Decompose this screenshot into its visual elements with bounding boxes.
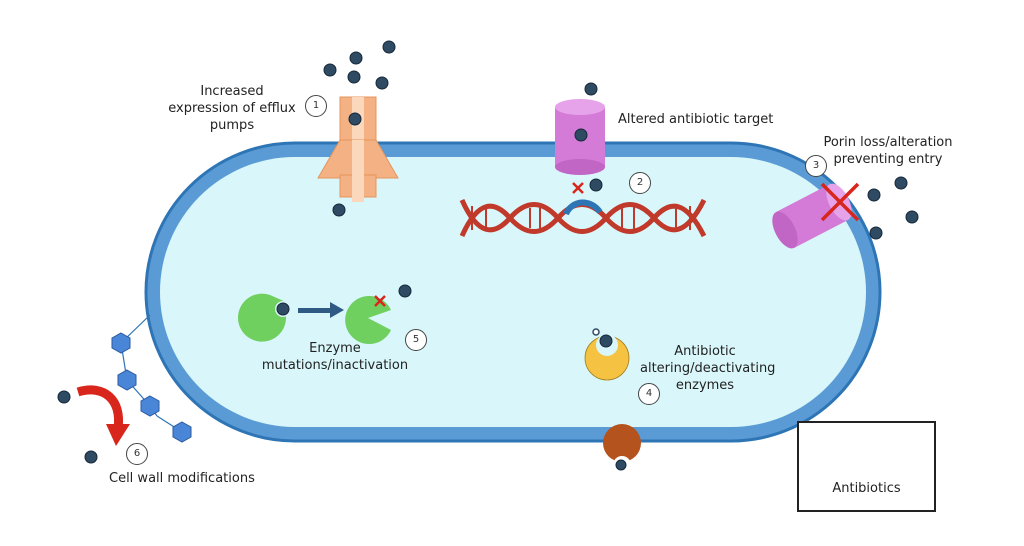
hexagon-icons: [111, 332, 192, 443]
antibiotic-dot: [867, 188, 881, 202]
antibiotic-dot: [905, 210, 919, 224]
hexagon-1: [111, 332, 131, 354]
label-altered-target: Altered antibiotic target: [618, 112, 774, 127]
hexagon-2: [117, 369, 137, 391]
antibiotic-dot: [84, 450, 98, 464]
antibiotic-dot: [349, 51, 363, 65]
enzyme-green-left: [238, 293, 286, 342]
step-4-badge: 4: [638, 383, 660, 405]
antibiotic-molecules: [57, 40, 919, 471]
legend-box: Antibiotics: [797, 421, 936, 512]
step-5-badge: 5: [405, 329, 427, 351]
blocked-cross-icon: [572, 182, 584, 194]
antibiotic-dot: [375, 76, 389, 90]
step-1-badge: 1: [305, 95, 327, 117]
antibiotic-dot: [589, 178, 603, 192]
legend-label: Antibiotics: [832, 481, 901, 496]
antibiotic-dot: [382, 40, 396, 54]
dna-helix: [459, 198, 707, 238]
label-antibiotic-altering: Antibiotic altering/deactivating enzymes: [640, 344, 776, 393]
antibiotic-dot: [348, 112, 362, 126]
antibiotic-dot: [323, 63, 337, 77]
antibiotic-dot: [276, 302, 290, 316]
altered-target-cylinder: [555, 99, 605, 175]
antibiotic-dot: [398, 284, 412, 298]
enzyme-green-right: [345, 296, 391, 344]
hexagon-3: [140, 395, 160, 417]
antibiotic-dot: [894, 176, 908, 190]
step-6-badge: 6: [126, 443, 148, 465]
enzyme-cross-icon: [374, 295, 386, 307]
hexagon-4: [172, 421, 192, 443]
antibiotic-dot: [332, 203, 346, 217]
antibiotic-dot: [599, 334, 613, 348]
antibiotic-dot: [347, 70, 361, 84]
antibiotic-dot: [574, 128, 588, 142]
antibiotic-dot: [57, 390, 71, 404]
small-fragment-dot: [592, 328, 600, 336]
antibiotic-dot: [615, 459, 627, 471]
label-efflux: Increased expression of efflux pumps: [168, 84, 296, 133]
step-2-badge: 2: [629, 172, 651, 194]
porin-cross-icon: [820, 182, 860, 222]
label-porin: Porin loss/alteration preventing entry: [823, 135, 953, 167]
deflect-arrow: [76, 385, 124, 429]
efflux-pump: [317, 96, 399, 202]
antibiotic-dot: [869, 226, 883, 240]
label-cell-wall: Cell wall modifications: [109, 471, 255, 486]
antibiotic-dot: [584, 82, 598, 96]
brown-enzyme: [603, 424, 641, 462]
label-enzyme-mutations: Enzyme mutations/inactivation: [261, 341, 409, 373]
conversion-arrow: [298, 302, 344, 318]
deflect-arrow-head: [106, 424, 130, 446]
step-3-badge: 3: [805, 155, 827, 177]
